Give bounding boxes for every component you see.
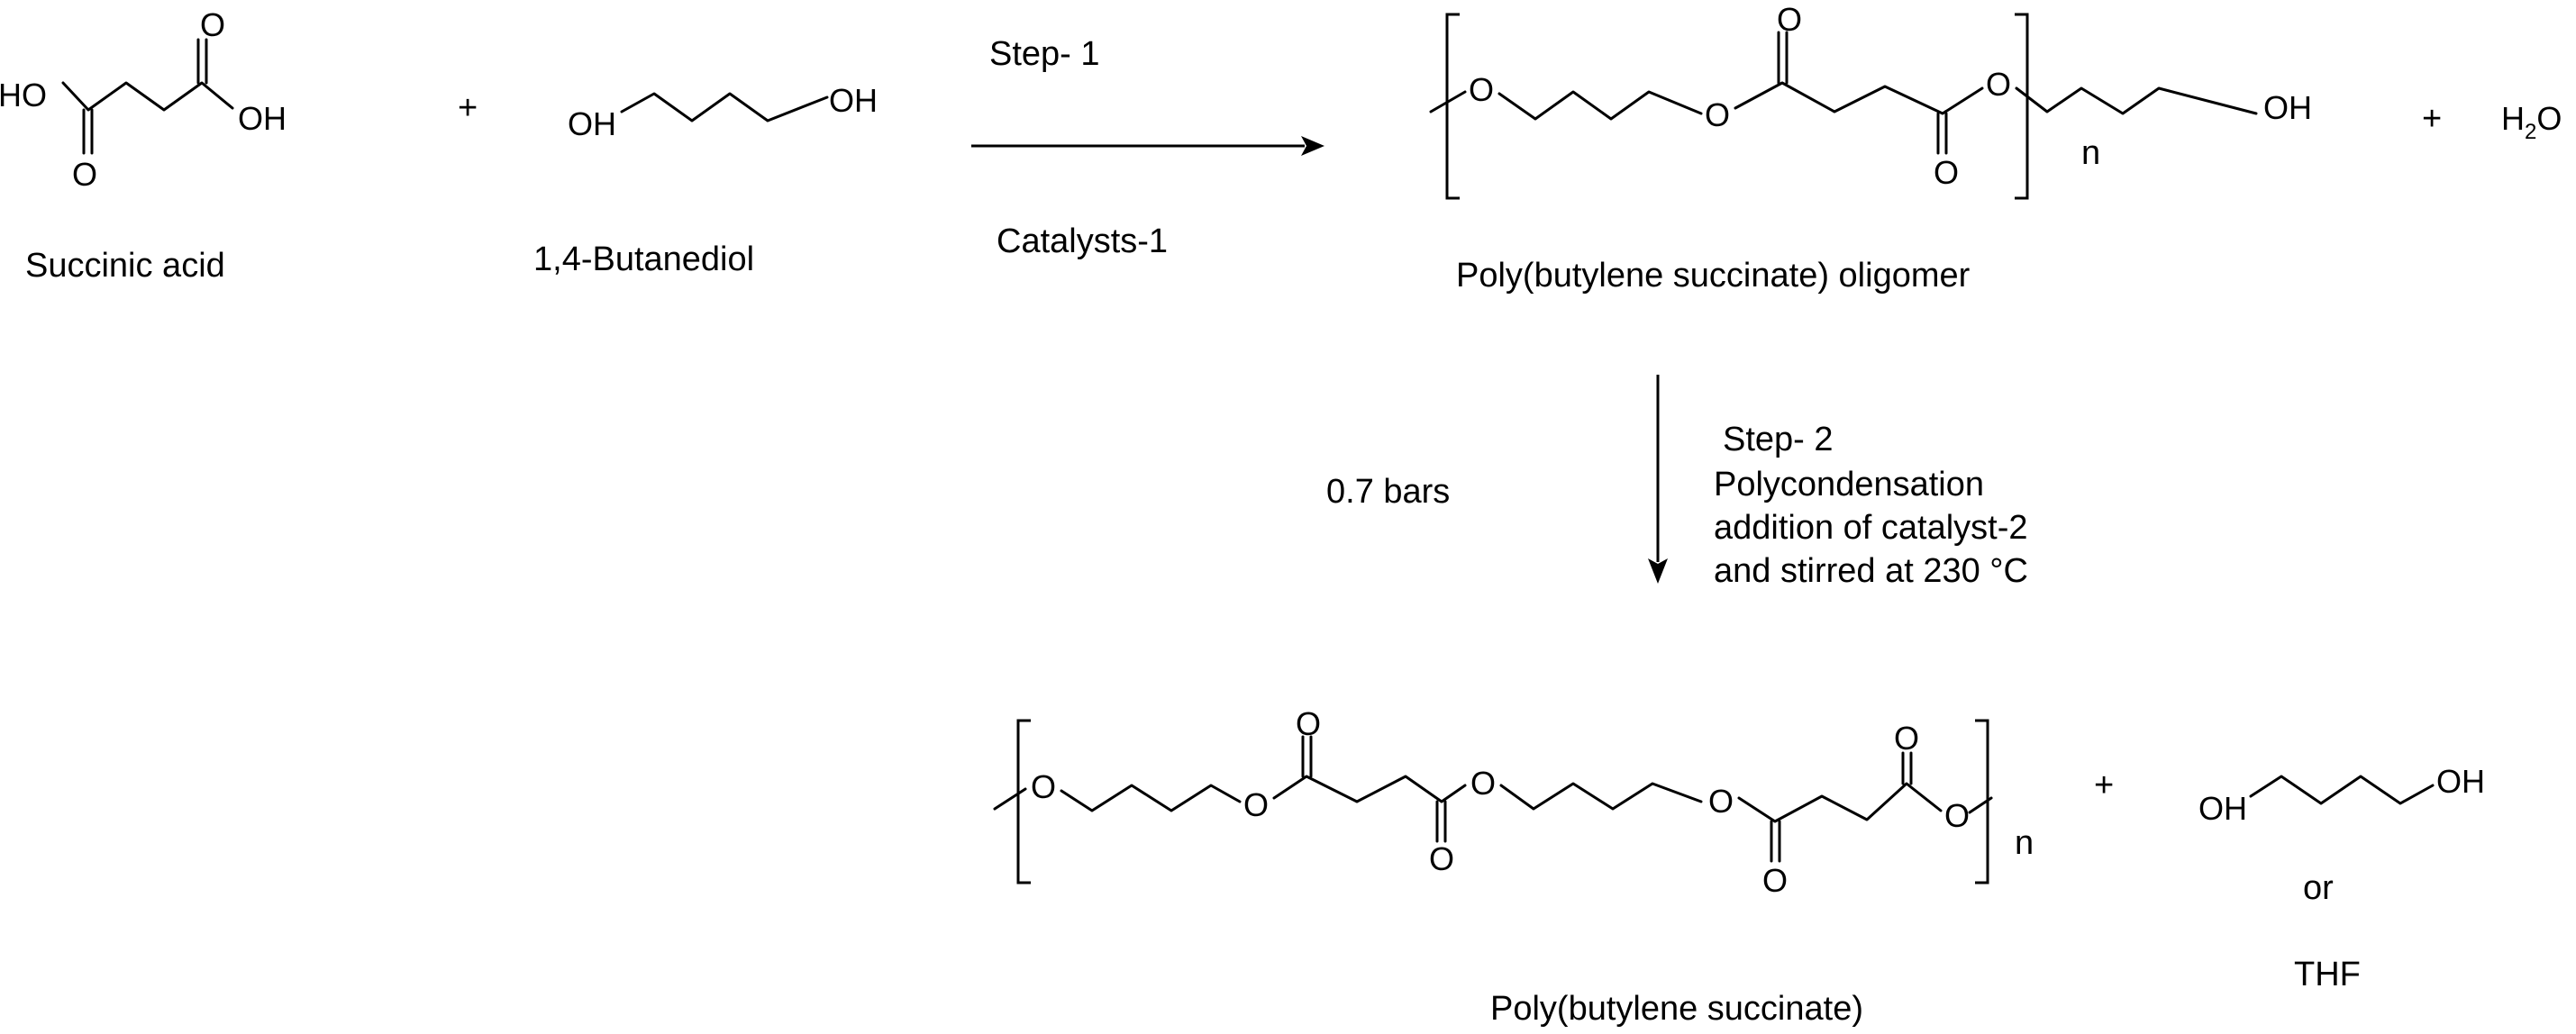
oligomer-o1-label: O (1469, 71, 1494, 108)
polymer-o2-label: O (1243, 786, 1269, 823)
step1-label: Step- 1 (989, 35, 1100, 73)
step2-line-1: Step- 2 (1723, 421, 1834, 458)
oligomer-o2-label: O (1705, 96, 1730, 133)
polymer-o4-label: O (1429, 840, 1454, 877)
step1-catalyst-label: Catalysts-1 (997, 222, 1168, 260)
plus-sign-water: + (2422, 100, 2442, 138)
byproduct-oh-left-label: OH (2198, 790, 2247, 827)
succinic-acid-o-bottom-label: O (72, 156, 97, 193)
step1-arrowhead (1301, 136, 1324, 156)
polymer-o7-label: O (1762, 862, 1788, 899)
oligomer-name: Poly(butylene succinate) oligomer (1456, 257, 1971, 295)
polymer-chain-a (993, 787, 1027, 811)
step2-pressure: 0.7 bars (1326, 473, 1450, 511)
plus-sign-byproduct: + (2094, 766, 2114, 804)
butanediol-name: 1,4-Butanediol (533, 240, 754, 278)
oligomer-bracket-left (1445, 13, 1460, 200)
oligomer-chain-a (1429, 90, 1467, 113)
succinic-acid-structure: HO OH O O (0, 6, 287, 193)
water-subscript: 2 (2525, 120, 2536, 144)
byproduct-thf: THF (2294, 956, 2361, 993)
byproduct-or: or (2303, 869, 2334, 907)
polymer-o1-label: O (1031, 768, 1056, 805)
polymer-chain-f (1968, 796, 1993, 814)
oligomer-chain-d (2015, 86, 2258, 115)
butanediol-structure: OH OH (568, 82, 878, 142)
step2-line-4: and stirred at 230 °C (1714, 552, 2028, 590)
byproduct-backbone (2249, 775, 2435, 805)
succinic-acid-name: Succinic acid (25, 247, 225, 285)
butanediol-oh-right-label: OH (829, 82, 878, 119)
oligomer-o3-label: O (1777, 1, 1802, 38)
oligomer-o5-label: O (1986, 66, 2011, 103)
step2-arrowhead (1648, 558, 1668, 584)
polymer-structure: O O O O O O O O O n (993, 705, 2034, 899)
polymer-chain-d (1499, 782, 1703, 811)
water-h: H (2501, 100, 2525, 137)
oligomer-bracket-right (2015, 13, 2029, 200)
polymer-chain-c (1272, 775, 1467, 803)
oligomer-chain-c (1734, 81, 1984, 115)
polymer-o6-label: O (1708, 783, 1734, 820)
polymer-chain-b (1060, 784, 1242, 812)
polymer-name: Poly(butylene succinate) (1490, 990, 1863, 1028)
oligomer-structure: O O O O O OH n (1429, 1, 2312, 200)
polymer-bracket-left (1016, 719, 1031, 884)
oligomer-oh-label: OH (2263, 89, 2312, 126)
polymer-o3-label: O (1296, 705, 1321, 742)
oligomer-chain-b (1497, 90, 1703, 121)
succinic-acid-oh-label: OH (238, 100, 287, 137)
polymer-repeat-n: n (2015, 824, 2034, 862)
byproduct-butanediol-structure: OH OH (2198, 763, 2485, 827)
water-formula: H2O (2501, 100, 2562, 144)
polymer-o5-label: O (1470, 765, 1496, 802)
step2-line-2: Polycondensation (1714, 466, 1984, 503)
byproduct-oh-right-label: OH (2436, 763, 2485, 800)
polymer-o9-label: O (1944, 797, 1970, 834)
succinic-acid-backbone (61, 81, 234, 112)
step2-line-3: addition of catalyst-2 (1714, 509, 2028, 547)
succinic-acid-ho-label: HO (0, 77, 47, 113)
oligomer-repeat-n: n (2081, 134, 2100, 172)
polymer-o8-label: O (1894, 720, 1919, 757)
succinic-acid-o-top-label: O (200, 6, 225, 43)
butanediol-backbone (620, 92, 829, 122)
butanediol-oh-left-label: OH (568, 105, 616, 142)
water-o: O (2536, 100, 2562, 137)
polymer-chain-e (1737, 782, 1943, 823)
oligomer-o4-label: O (1934, 154, 1959, 191)
plus-sign-1: + (458, 89, 478, 127)
